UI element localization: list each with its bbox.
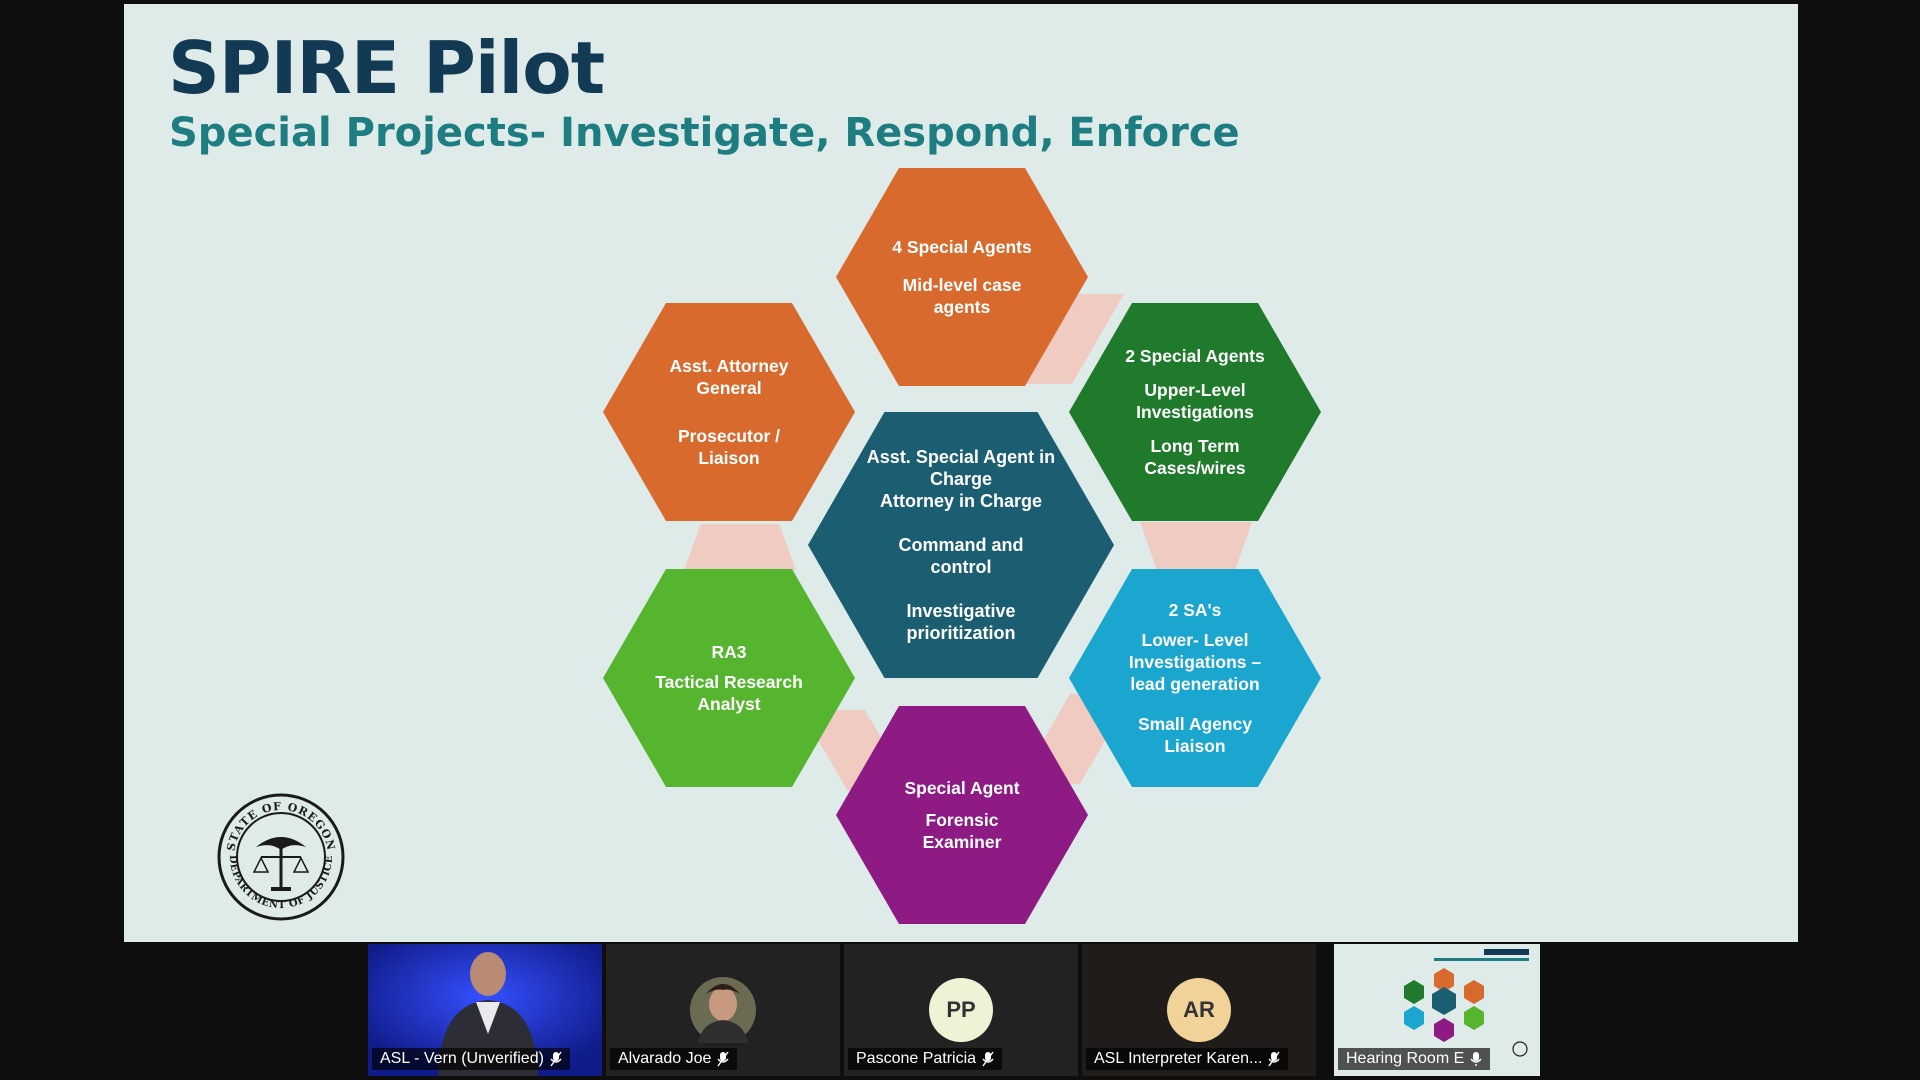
- participant-label: Alvarado Joe: [610, 1048, 738, 1070]
- participant-label: Pascone Patricia: [848, 1048, 1003, 1070]
- participant-name: ASL - Vern (Unverified): [380, 1050, 544, 1067]
- microphone-icon: [1470, 1052, 1482, 1066]
- participant-tile[interactable]: PP Pascone Patricia: [844, 944, 1078, 1076]
- microphone-muted-icon: [982, 1051, 994, 1067]
- participant-tile[interactable]: AR ASL Interpreter Karen...: [1082, 944, 1316, 1076]
- participant-tile[interactable]: Alvarado Joe: [606, 944, 840, 1076]
- hex-line: 2 Special Agents: [1125, 346, 1265, 366]
- participant-strip: ASL - Vern (Unverified) Alvarado Joe PP …: [0, 944, 1920, 1080]
- hex-tactical-research-analyst: RA3 Tactical Research Analyst: [603, 569, 855, 787]
- microphone-muted-icon: [550, 1051, 562, 1067]
- hex-connector: [684, 524, 796, 570]
- hex-lower-level-investigations: 2 SA's Lower- Level Investigations – lea…: [1069, 569, 1321, 787]
- participant-name: Hearing Room E: [1346, 1050, 1465, 1067]
- participant-name: Alvarado Joe: [618, 1050, 712, 1067]
- hex-line: 4 Special Agents: [892, 237, 1032, 257]
- hex-line: Small Agency Liaison: [1137, 714, 1253, 756]
- hex-line: Upper-Level Investigations: [1136, 380, 1254, 422]
- hex-line: Asst. Special Agent in Charge: [866, 447, 1056, 489]
- participant-tile[interactable]: ASL - Vern (Unverified): [368, 944, 602, 1076]
- participant-initials-avatar: AR: [1167, 978, 1231, 1042]
- hex-line: Prosecutor / Liaison: [677, 426, 781, 468]
- hex-upper-level-investigations: 2 Special Agents Upper-Level Investigati…: [1069, 303, 1321, 521]
- microphone-muted-icon: [717, 1051, 729, 1067]
- participant-name: ASL Interpreter Karen...: [1094, 1050, 1263, 1067]
- participant-initials-avatar: PP: [929, 978, 993, 1042]
- participant-label: ASL Interpreter Karen...: [1086, 1048, 1289, 1070]
- hex-connector: [1140, 522, 1252, 570]
- hex-line: Attorney in Charge: [879, 491, 1043, 511]
- participant-avatar-icon: [690, 977, 756, 1043]
- presentation-slide: SPIRE Pilot Special Projects- Investigat…: [124, 4, 1798, 942]
- oregon-doj-seal-icon: STATE OF OREGON DEPARTMENT OF JUSTICE: [217, 793, 345, 921]
- hex-line: Lower- Level Investigations – lead gener…: [1128, 630, 1262, 694]
- hex-line: Asst. Attorney General: [669, 356, 789, 398]
- hex-line: Forensic Examiner: [922, 810, 1002, 852]
- hex-line: 2 SA's: [1168, 600, 1222, 620]
- hex-line: Special Agent: [904, 778, 1020, 798]
- hex-line: Investigative prioritization: [906, 601, 1016, 643]
- hex-command-and-control: Asst. Special Agent in Charge Attorney i…: [808, 412, 1114, 678]
- hex-asst-attorney-general: Asst. Attorney General Prosecutor / Liai…: [603, 303, 855, 521]
- hex-line: Long Term Cases/wires: [1144, 436, 1246, 478]
- participant-label: ASL - Vern (Unverified): [372, 1048, 570, 1070]
- participant-tile[interactable]: Hearing Room E: [1334, 944, 1540, 1076]
- hex-line: Tactical Research Analyst: [655, 672, 803, 714]
- slide-title: SPIRE Pilot: [168, 26, 605, 110]
- microphone-muted-icon: [1268, 1051, 1280, 1067]
- participant-label: Hearing Room E: [1338, 1048, 1491, 1070]
- hex-line: Mid-level case agents: [902, 275, 1022, 317]
- hex-line: RA3: [711, 642, 747, 662]
- hex-line: Command and control: [898, 535, 1024, 577]
- participant-name: Pascone Patricia: [856, 1050, 977, 1067]
- slide-subtitle: Special Projects- Investigate, Respond, …: [169, 110, 1240, 156]
